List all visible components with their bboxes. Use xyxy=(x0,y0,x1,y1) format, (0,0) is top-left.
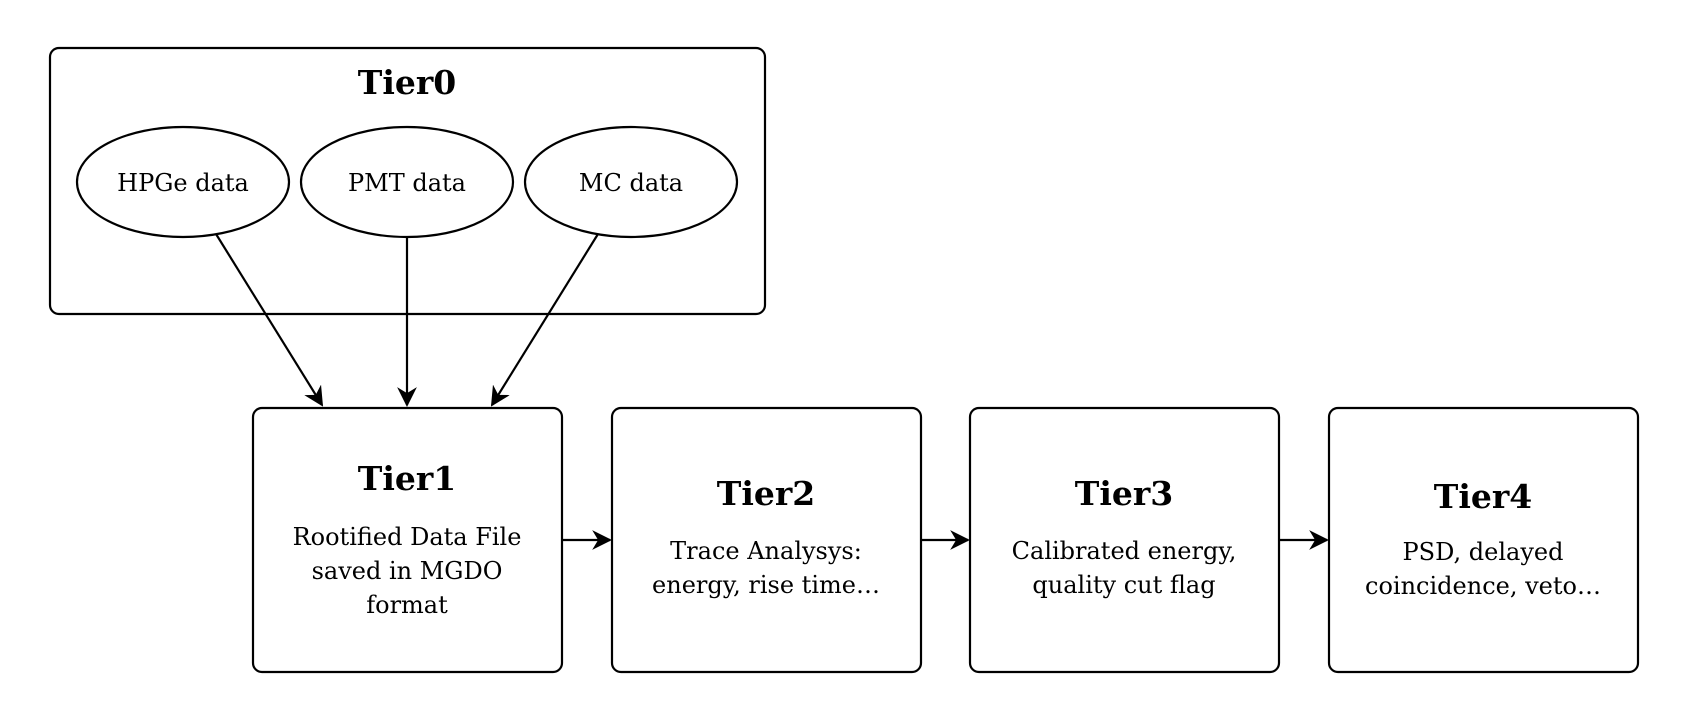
tier4-line-2: coincidence, veto… xyxy=(1365,572,1601,600)
source-label: PMT data xyxy=(348,169,466,197)
source-ellipse xyxy=(75,125,291,239)
tier2-title: Tier2 xyxy=(717,474,815,513)
arrow-hpge-to-tier1 xyxy=(215,233,324,407)
source-label: MC data xyxy=(579,169,683,197)
tier2-line-1: Trace Analysys: xyxy=(670,537,862,565)
tier1-line-1: Rootified Data File xyxy=(293,523,522,551)
tier3-title: Tier3 xyxy=(1075,474,1173,513)
tier2-group: Tier2 Trace Analysys: energy, rise time… xyxy=(610,406,923,674)
source-pmt: PMT data xyxy=(299,125,515,239)
tier2-line-2: energy, rise time… xyxy=(652,571,880,599)
tier0-title: Tier0 xyxy=(358,63,456,102)
tier4-box xyxy=(1327,406,1640,674)
tier3-group: Tier3 Calibrated energy, quality cut fla… xyxy=(968,406,1281,674)
tier3-line-1: Calibrated energy, xyxy=(1012,537,1237,565)
tier1-group: Tier1 Rootified Data File saved in MGDO … xyxy=(251,406,564,674)
source-hpge: HPGe data xyxy=(75,125,291,239)
tier1-line-2: saved in MGDO xyxy=(312,557,503,585)
tier3-line-2: quality cut flag xyxy=(1032,571,1215,599)
tier4-group: Tier4 PSD, delayed coincidence, veto… xyxy=(1327,406,1640,674)
source-ellipse xyxy=(523,125,739,239)
tier0-group: Tier0 HPGe data PMT data MC data xyxy=(48,46,767,316)
tier1-line-3: format xyxy=(366,591,448,619)
source-mc: MC data xyxy=(523,125,739,239)
arrow-mc-to-tier1 xyxy=(490,233,599,407)
tier4-line-1: PSD, delayed xyxy=(1403,538,1564,566)
source-arrows xyxy=(215,233,599,407)
tier4-title: Tier4 xyxy=(1434,477,1532,516)
source-label: HPGe data xyxy=(117,169,249,197)
tier1-title: Tier1 xyxy=(358,459,456,498)
